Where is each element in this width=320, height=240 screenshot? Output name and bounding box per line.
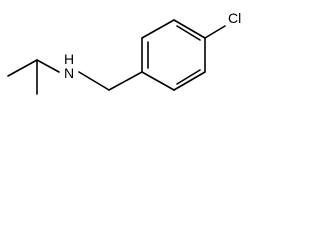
bond-n-to-ch2 xyxy=(78,71,110,91)
bond-ch2-to-ring xyxy=(108,71,143,91)
chloro-substituent xyxy=(204,25,226,39)
bond-ch-to-n xyxy=(36,59,60,73)
nitrogen-hydrogen-label: H xyxy=(64,51,74,67)
benzene-ring xyxy=(141,19,206,91)
ring-bond-c6-c1 xyxy=(141,71,175,91)
nitrogen-label: N xyxy=(64,65,74,81)
ring-bond-c2-c3 xyxy=(141,19,175,39)
ring-double-bond-inner-2 xyxy=(176,25,201,41)
chemical-structure-diagram: H N Cl xyxy=(7,10,241,95)
ring-bond-c3-c4 xyxy=(173,19,206,39)
bond-ring-to-cl xyxy=(204,25,226,39)
bond-methyl-top xyxy=(7,59,38,77)
ring-double-bond-inner-3 xyxy=(176,69,201,85)
ring-bond-c5-c6 xyxy=(173,71,206,91)
chlorine-label: Cl xyxy=(228,10,241,26)
isopropyl-group xyxy=(7,59,60,95)
amine-linker xyxy=(78,71,143,91)
